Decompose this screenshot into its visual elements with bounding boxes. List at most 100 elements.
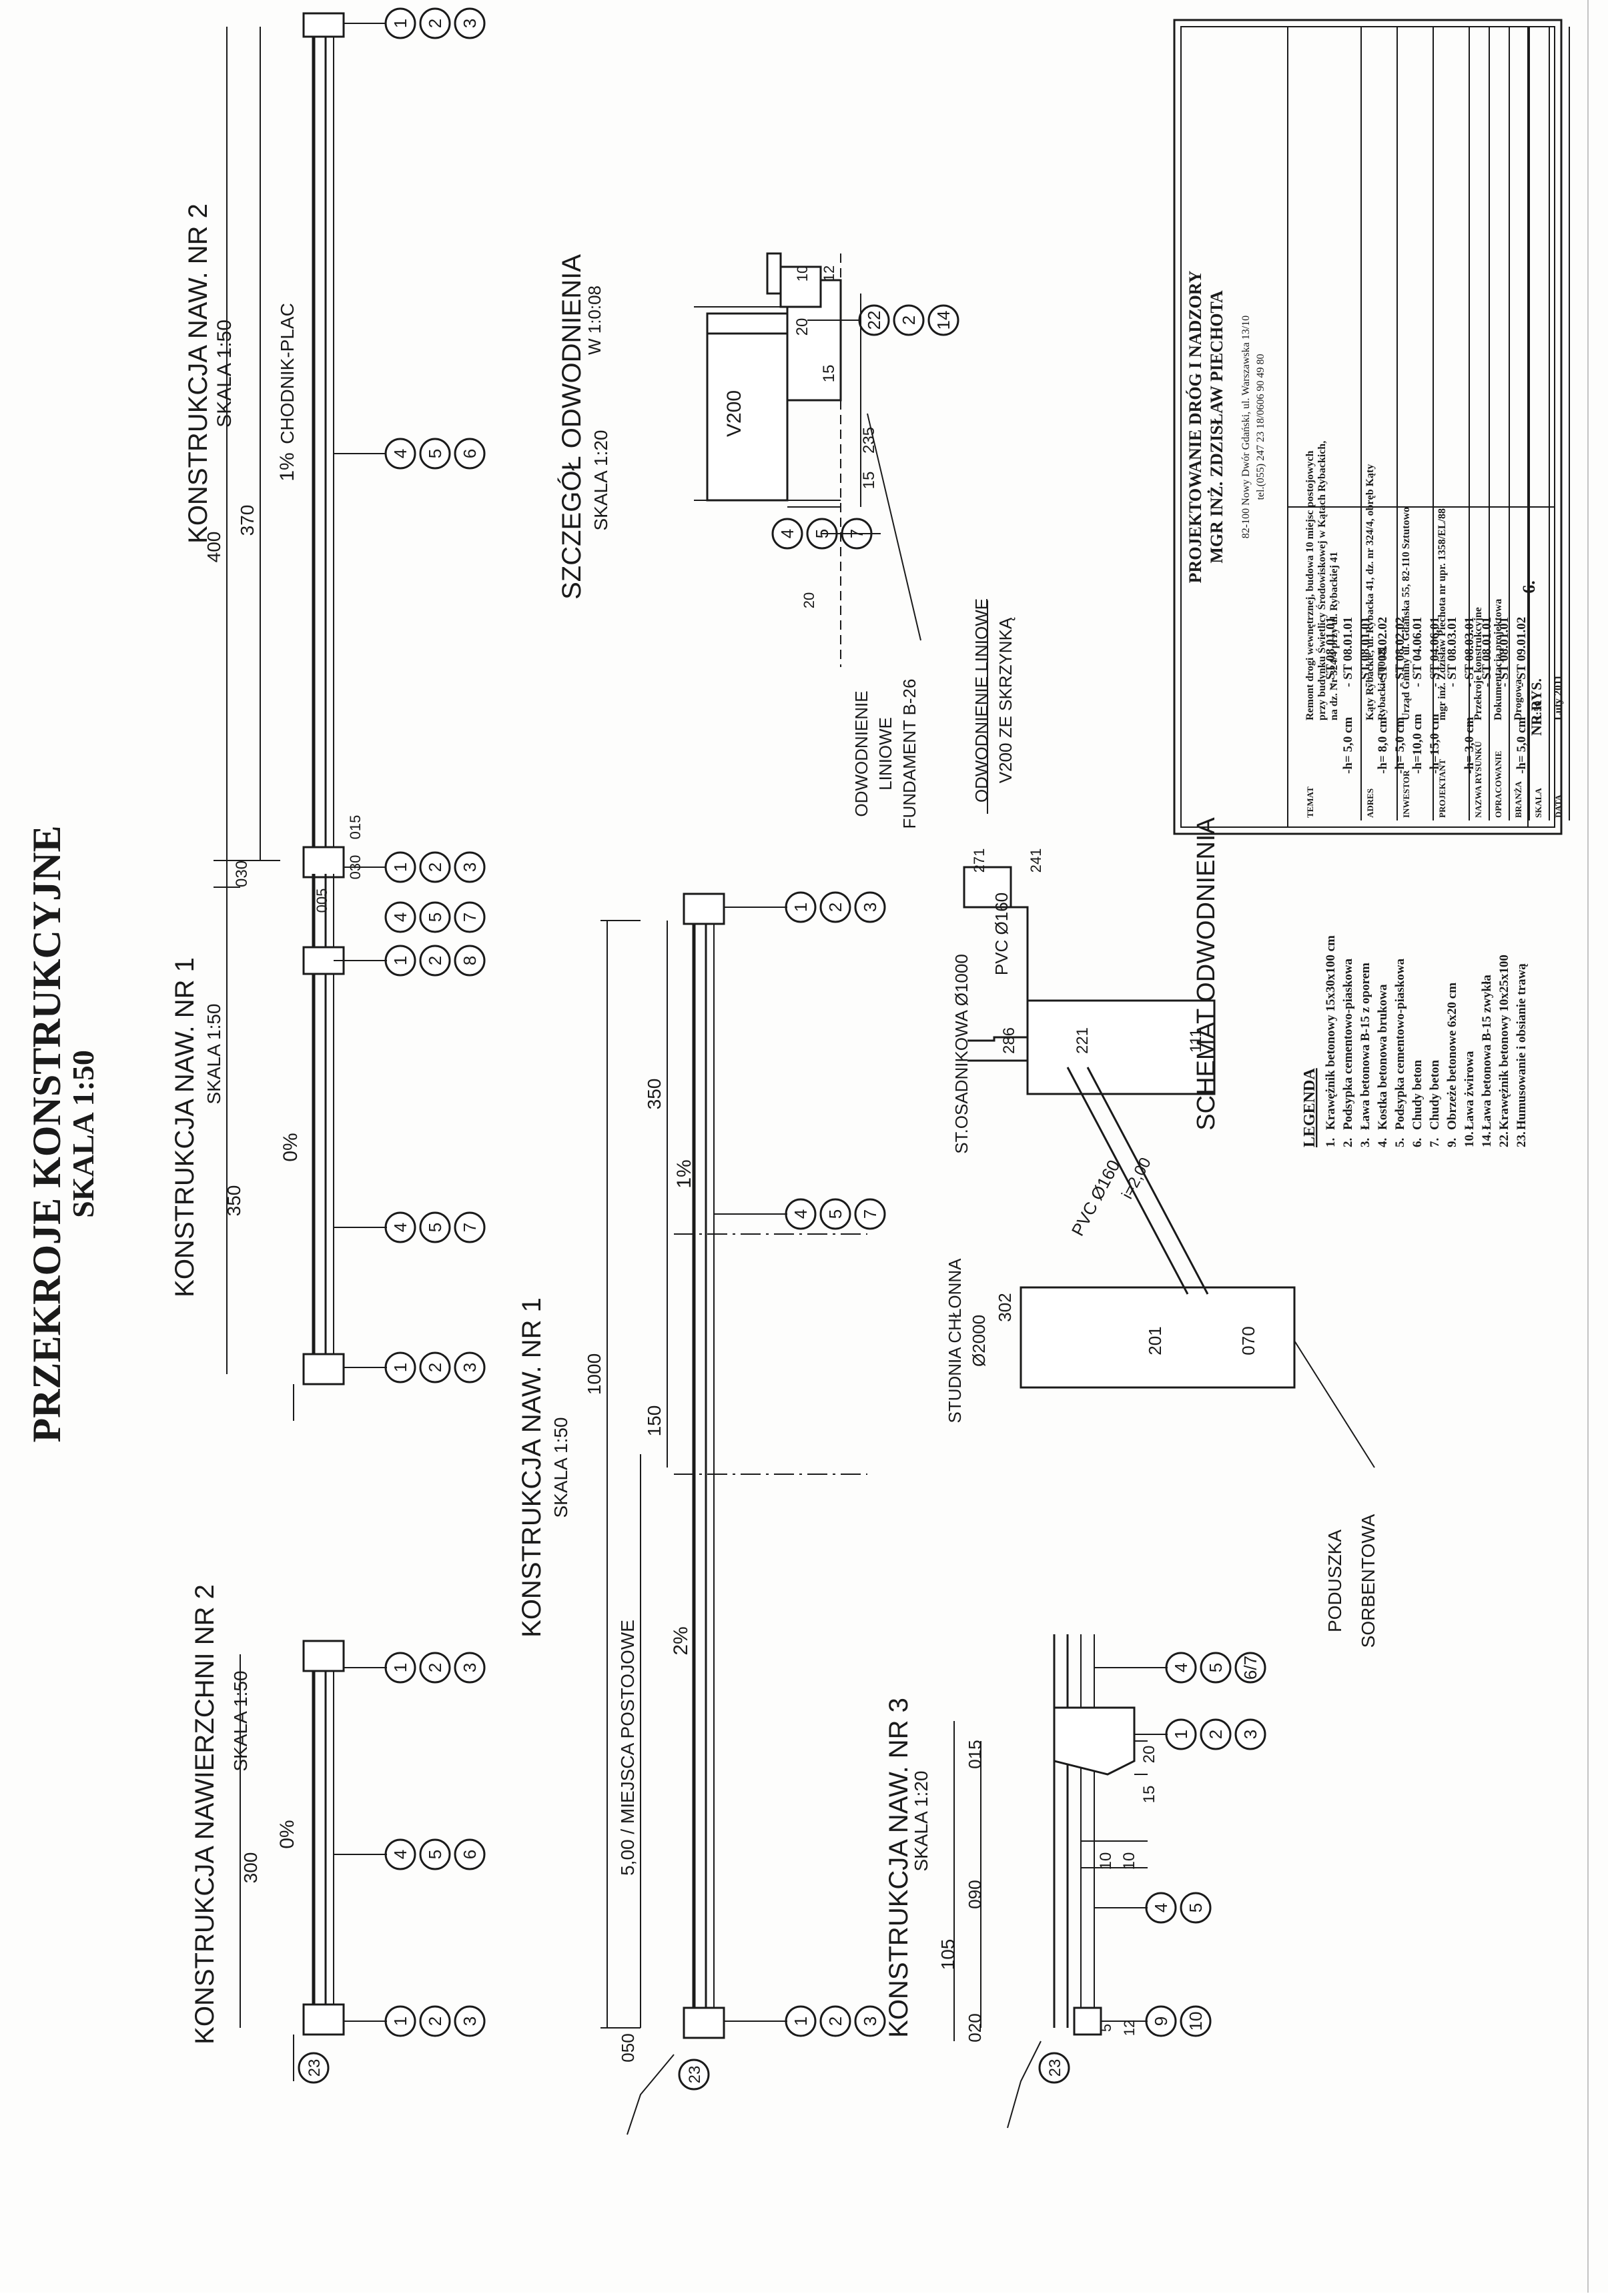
naw1-main-dim-c: 5,00 / MIEJSCA POSTOJOWE bbox=[617, 1620, 638, 1876]
nawierzchni2-dim: 300 bbox=[240, 1852, 261, 1884]
marker-label: 4 bbox=[791, 1209, 811, 1219]
marker-label: 4 bbox=[390, 449, 410, 458]
naw3-dim-d: 20 bbox=[1140, 1746, 1158, 1764]
szczegol-dim-a: 20 bbox=[793, 318, 811, 336]
marker-circle bbox=[384, 438, 416, 470]
legend-item-no: 22. bbox=[1497, 1131, 1511, 1147]
marker-label: 8 bbox=[460, 956, 480, 965]
legend-item-no: 3. bbox=[1358, 1138, 1372, 1147]
legend-item-spec: - ST 04.06.01 bbox=[1411, 617, 1425, 687]
tb-row-key: ADRES bbox=[1365, 788, 1375, 818]
marker-label: 2 bbox=[425, 1663, 445, 1672]
naw3-dim-h: 5 bbox=[1098, 2024, 1114, 2032]
marker-circle bbox=[419, 2005, 451, 2037]
tb-row-key: NAZWA RYSUNKU bbox=[1473, 741, 1483, 818]
legend-item-no: 9. bbox=[1445, 1138, 1459, 1147]
marker-label: 3 bbox=[460, 2017, 480, 2026]
marker-circle bbox=[454, 1652, 486, 1684]
legend-item-thickness: -h= 5,0 cm bbox=[1515, 717, 1529, 774]
marker-label: 4 bbox=[390, 913, 410, 922]
legend-item-spec: - ST 04.06.01 bbox=[1428, 617, 1442, 687]
marker-circle bbox=[927, 304, 959, 336]
marker-label: 2 bbox=[825, 903, 845, 912]
main-scale: SKALA 1:50 bbox=[66, 1050, 100, 1218]
marker-circle bbox=[1234, 1718, 1266, 1750]
legend-item-name: Ława betonowa B-15 zwykła bbox=[1480, 975, 1494, 1130]
marker-circle bbox=[384, 851, 416, 883]
legend-item-spec: - ST 08.02.02 bbox=[1376, 617, 1390, 687]
marker-label: 4 bbox=[390, 1223, 410, 1232]
naw2-scale: SKALA 1:50 bbox=[214, 320, 236, 428]
marker-circle bbox=[454, 901, 486, 933]
marker-label: 22 bbox=[864, 311, 884, 330]
marker-label: 10 bbox=[1186, 2012, 1206, 2031]
marker-label: 5 bbox=[425, 913, 445, 922]
tb-address: 82-100 Nowy Dwór Gdański, ul. Warszawska… bbox=[1240, 316, 1252, 538]
szczegol-dim-c: 235 bbox=[860, 427, 878, 454]
marker-label: 2 bbox=[425, 863, 445, 872]
naw2-dim-total: 400 bbox=[204, 532, 224, 563]
marker-circle bbox=[854, 1198, 886, 1230]
marker-label: 1 bbox=[390, 1363, 410, 1372]
marker-circle bbox=[1180, 1892, 1212, 1924]
marker-label: 1 bbox=[390, 863, 410, 872]
section-naw2: KONSTRUKCJA NAW. NR 2 SKALA 1:50 400 370… bbox=[183, 12, 387, 913]
marker-label: 6 bbox=[460, 449, 480, 458]
marker-circle bbox=[419, 438, 451, 470]
marker-label: 2 bbox=[425, 2017, 445, 2026]
legend-item-name: Humusowanie i obsianie trawą bbox=[1515, 963, 1529, 1130]
marker-circle bbox=[1200, 1652, 1232, 1684]
marker-circle bbox=[854, 2005, 886, 2037]
schemat-poduszka-2: SORBENTOWA bbox=[1358, 1514, 1378, 1648]
schemat-osadnik-top: 286 bbox=[1000, 1027, 1018, 1054]
marker-circle bbox=[419, 1838, 451, 1870]
marker-circle bbox=[384, 901, 416, 933]
marker-circle bbox=[1234, 1652, 1266, 1684]
legend-item-name: Obrzeże betonowe 6x20 cm bbox=[1445, 983, 1459, 1130]
naw1-main-dim-d: 050 bbox=[618, 2033, 638, 2062]
szczegol-note-5: V200 ZE SKRZYNKĄ bbox=[995, 617, 1016, 783]
marker-circle bbox=[384, 7, 416, 39]
naw1-top-dim: 350 bbox=[224, 1185, 244, 1217]
marker-circle bbox=[454, 7, 486, 39]
marker-label: 5 bbox=[1206, 1663, 1226, 1672]
legend-item-no: 23. bbox=[1515, 1131, 1529, 1147]
marker-label: 9 bbox=[1151, 2017, 1171, 2026]
szczegol-note-1: ODWODNIENIE bbox=[851, 690, 871, 816]
marker-label: 2 bbox=[425, 1363, 445, 1372]
marker-label: 3 bbox=[460, 863, 480, 872]
naw3-dim-i: 12 bbox=[1121, 2020, 1138, 2036]
schemat-pipe-b-top: 271 bbox=[971, 848, 987, 873]
marker-label: 7 bbox=[460, 1223, 480, 1232]
legend-item-name: Podsypka cementowo-piaskowa bbox=[1341, 958, 1355, 1130]
marker-circle bbox=[819, 891, 851, 923]
szczegol-title: SZCZEGÓŁ ODWODNIENIA bbox=[556, 254, 586, 600]
tb-row-value: na dz. Nr 324/4 przy ul. Rybackiej 41 bbox=[1328, 552, 1340, 720]
marker-label: 5 bbox=[425, 449, 445, 458]
legend-item-thickness: -h= 8,0 cm bbox=[1376, 717, 1390, 774]
marker-circle bbox=[893, 304, 925, 336]
schemat-pipe-b-bot: 241 bbox=[1028, 848, 1044, 873]
marker-circle bbox=[454, 438, 486, 470]
naw1-main-dim-total: 1000 bbox=[584, 1353, 605, 1395]
legend-item-thickness: -h= 5,0 cm bbox=[1393, 717, 1407, 774]
naw2-surface: CHODNIK-PLAC bbox=[277, 303, 298, 444]
marker-circle bbox=[819, 2005, 851, 2037]
ref-marker-circle bbox=[678, 2059, 710, 2091]
legend-item-spec: - ST 08.01.01 bbox=[1480, 617, 1494, 687]
tb-row-key: DATA bbox=[1553, 794, 1563, 818]
marker-circle bbox=[1180, 2005, 1212, 2037]
tb-nr-value: 6. bbox=[1519, 580, 1539, 594]
naw2-dim-edge2: 005 bbox=[314, 889, 330, 913]
marker-circle bbox=[419, 7, 451, 39]
naw1-main-dim-a: 350 bbox=[644, 1079, 665, 1110]
szczegol-label-w: W 1:0:08 bbox=[584, 285, 605, 355]
marker-circle bbox=[419, 945, 451, 977]
legend-item-spec: - ST 08.01.01 bbox=[1497, 617, 1511, 687]
main-title: PRZEKROJE KONSTRUKCYJNE bbox=[25, 825, 69, 1442]
tb-row-value: 1:50 bbox=[1533, 701, 1544, 720]
marker-label: 2 bbox=[425, 19, 445, 28]
